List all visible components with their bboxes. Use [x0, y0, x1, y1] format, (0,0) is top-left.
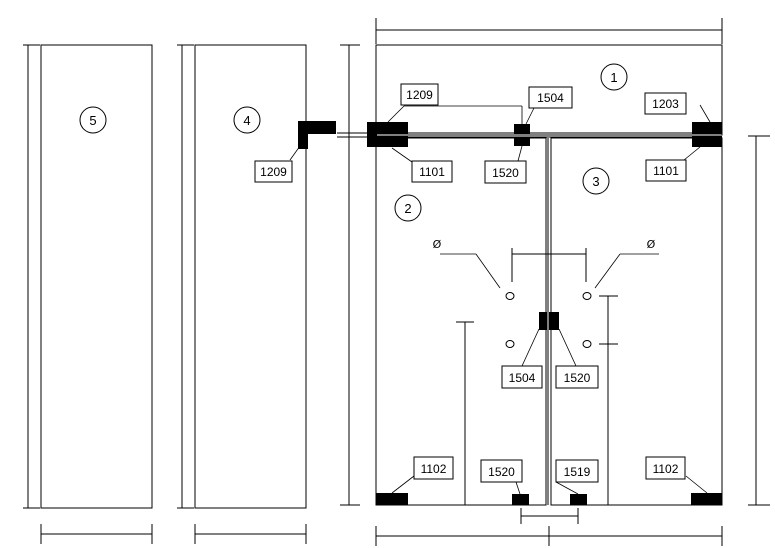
label-1101-left: 1101 [411, 160, 453, 183]
panel-5 [23, 44, 153, 544]
panel-2-number: 2 [404, 201, 411, 216]
diameter-callout-right: Ø [594, 238, 659, 289]
hole-spacing-dimension [511, 248, 587, 282]
label-1102-left: 1102 [413, 456, 454, 480]
label-1520-bottom: 1520 [480, 459, 523, 483]
label-1102-right: 1102 [645, 456, 686, 480]
label-1209-left: 1209 [254, 160, 293, 183]
fitting-bottom-center-left [512, 494, 529, 505]
label-1101-right: 1101 [645, 159, 687, 182]
panel-3-marker: 3 [582, 167, 610, 195]
label-1504-mid: 1504 [501, 365, 543, 389]
fitting-bottom-center-right [570, 494, 587, 505]
svg-text:1520: 1520 [564, 371, 591, 385]
label-1519: 1519 [555, 459, 599, 483]
svg-text:1520: 1520 [492, 166, 519, 180]
svg-text:1102: 1102 [653, 462, 679, 476]
leaders [387, 104, 711, 495]
handle-right [599, 295, 618, 505]
svg-text:1504: 1504 [509, 371, 536, 385]
svg-text:1101: 1101 [419, 165, 445, 179]
panel-4 [177, 44, 307, 544]
fitting-bottom-right [691, 493, 722, 505]
panel-2-marker: 2 [394, 194, 422, 222]
panel-1-marker: 1 [600, 63, 628, 91]
fitting-top-left [367, 122, 408, 147]
label-1203: 1203 [644, 92, 687, 115]
fitting-bottom-left [376, 493, 408, 505]
svg-text:1102: 1102 [421, 462, 447, 476]
handle-left [456, 321, 474, 505]
fitting-center-lock [539, 312, 559, 330]
svg-text:1209: 1209 [406, 88, 433, 102]
svg-text:1519: 1519 [564, 465, 591, 479]
panel-5-number: 5 [89, 113, 96, 128]
hole-set [505, 292, 592, 348]
label-1520-mid: 1520 [555, 365, 599, 389]
fitting-top-right [692, 122, 722, 147]
label-1504-top: 1504 [528, 86, 573, 109]
diameter-symbol-right: Ø [647, 238, 656, 251]
panel-3-number: 3 [592, 174, 599, 189]
panel-4-number: 4 [243, 113, 250, 128]
diameter-symbol-left: Ø [433, 238, 442, 251]
panel-1-number: 1 [610, 70, 617, 85]
bracket-1209-left [289, 121, 336, 161]
panel-4-marker: 4 [233, 106, 261, 134]
label-1209-top: 1209 [400, 83, 439, 106]
label-1520-top: 1520 [484, 160, 527, 184]
svg-text:1203: 1203 [652, 97, 679, 111]
svg-text:1520: 1520 [488, 465, 515, 479]
fitting-top-center [514, 124, 530, 146]
svg-text:1209: 1209 [260, 165, 287, 179]
diameter-callout-left: Ø [433, 238, 501, 289]
svg-text:1101: 1101 [653, 164, 679, 178]
svg-text:1504: 1504 [537, 91, 564, 105]
panel-5-marker: 5 [79, 106, 107, 134]
